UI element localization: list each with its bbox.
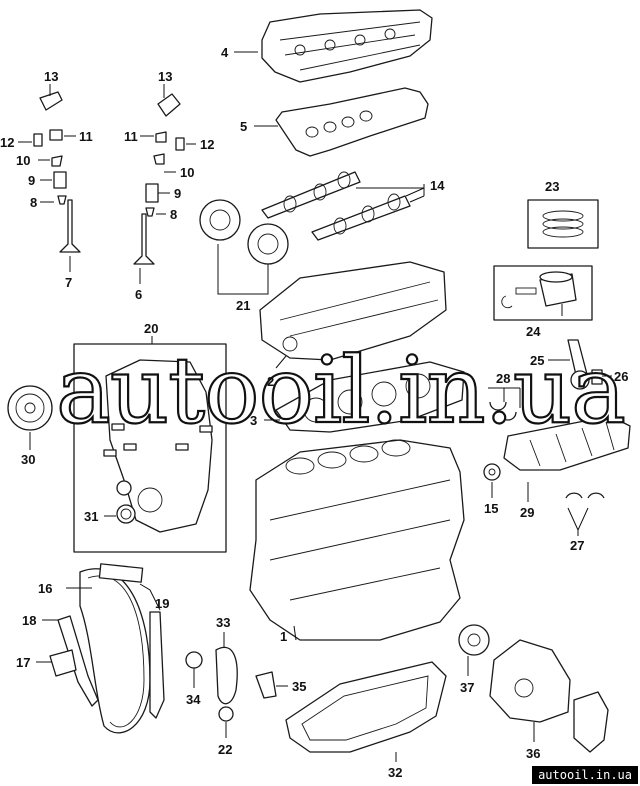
callout-9-right: 9 [174, 186, 181, 201]
connecting-rod [567, 339, 603, 390]
oil-pump-tensioner [255, 671, 277, 699]
callout-3: 3 [250, 413, 257, 428]
oil-pump-chain [215, 646, 238, 705]
head-gasket [275, 361, 465, 433]
callout-18: 18 [22, 613, 36, 628]
engine-block [249, 439, 465, 641]
crank-sprocket [483, 463, 501, 481]
thrust-washers [565, 492, 605, 499]
callout-25: 25 [530, 353, 544, 368]
piston-rings [527, 199, 599, 249]
chain-tensioner [49, 649, 77, 677]
camshafts [261, 171, 411, 241]
callout-9-left: 9 [28, 173, 35, 188]
oil-pan [285, 661, 447, 753]
callout-labels: 4 5 14 23 13 13 12 12 11 11 10 10 9 9 8 … [0, 45, 628, 780]
callout-17: 17 [16, 655, 30, 670]
callout-4: 4 [221, 45, 229, 60]
callout-10-right: 10 [180, 165, 194, 180]
cam-sprockets [199, 199, 289, 265]
callout-32: 32 [388, 765, 402, 780]
callout-12-right: 12 [200, 137, 214, 152]
piston [493, 265, 593, 321]
callout-26: 26 [614, 369, 628, 384]
callout-11-left: 11 [79, 129, 93, 144]
main-bearings [489, 401, 517, 421]
callout-13-right: 13 [158, 69, 172, 84]
callout-24: 24 [526, 324, 541, 339]
tensioner-arm [57, 615, 99, 707]
callout-20: 20 [144, 321, 158, 336]
callout-5: 5 [240, 119, 247, 134]
callout-19: 19 [155, 596, 169, 611]
callout-16: 16 [38, 581, 52, 596]
drive-sprocket [218, 706, 234, 722]
chain-guide-upper [98, 563, 144, 583]
callout-13-left: 13 [44, 69, 58, 84]
valves [59, 199, 155, 265]
callout-10-left: 10 [16, 153, 30, 168]
timing-chain [79, 568, 151, 734]
cylinder-head [259, 261, 447, 361]
footer-watermark: autooil.in.ua [532, 766, 638, 784]
callout-29: 29 [520, 505, 534, 520]
callout-1: 1 [280, 629, 287, 644]
oil-pump-gear [458, 624, 490, 656]
callout-2: 2 [267, 374, 274, 389]
callout-11-right: 11 [124, 129, 138, 144]
callout-8-right: 8 [170, 207, 177, 222]
callout-12-left: 12 [0, 135, 14, 150]
oil-pump-sprocket [185, 651, 203, 669]
timing-cover [103, 359, 213, 533]
callout-31: 31 [84, 509, 98, 524]
callout-14: 14 [430, 178, 445, 193]
oil-pump-housing [489, 639, 609, 753]
valve-cover [261, 9, 433, 83]
callout-23: 23 [545, 179, 559, 194]
callout-33: 33 [216, 615, 230, 630]
callout-37: 37 [460, 680, 474, 695]
callout-27: 27 [570, 538, 584, 553]
callout-8-left: 8 [30, 195, 37, 210]
callout-28: 28 [496, 371, 510, 386]
chain-guide [149, 611, 165, 719]
callout-21: 21 [236, 298, 250, 313]
crankshaft [503, 415, 631, 471]
callout-34: 34 [186, 692, 201, 707]
callout-22: 22 [218, 742, 232, 757]
callout-30: 30 [21, 452, 35, 467]
crank-pulley [7, 385, 53, 431]
callout-36: 36 [526, 746, 540, 761]
watermark: autooil.in.ua [56, 337, 625, 444]
callout-15: 15 [484, 501, 498, 516]
callout-6: 6 [135, 287, 142, 302]
callout-7: 7 [65, 275, 72, 290]
valvetrain-parts-right [145, 93, 185, 217]
leader-lines [18, 51, 612, 762]
front-seal [116, 504, 136, 524]
valve-cover-gasket [275, 87, 429, 157]
valvetrain-parts-left [33, 91, 67, 205]
callout-35: 35 [292, 679, 306, 694]
